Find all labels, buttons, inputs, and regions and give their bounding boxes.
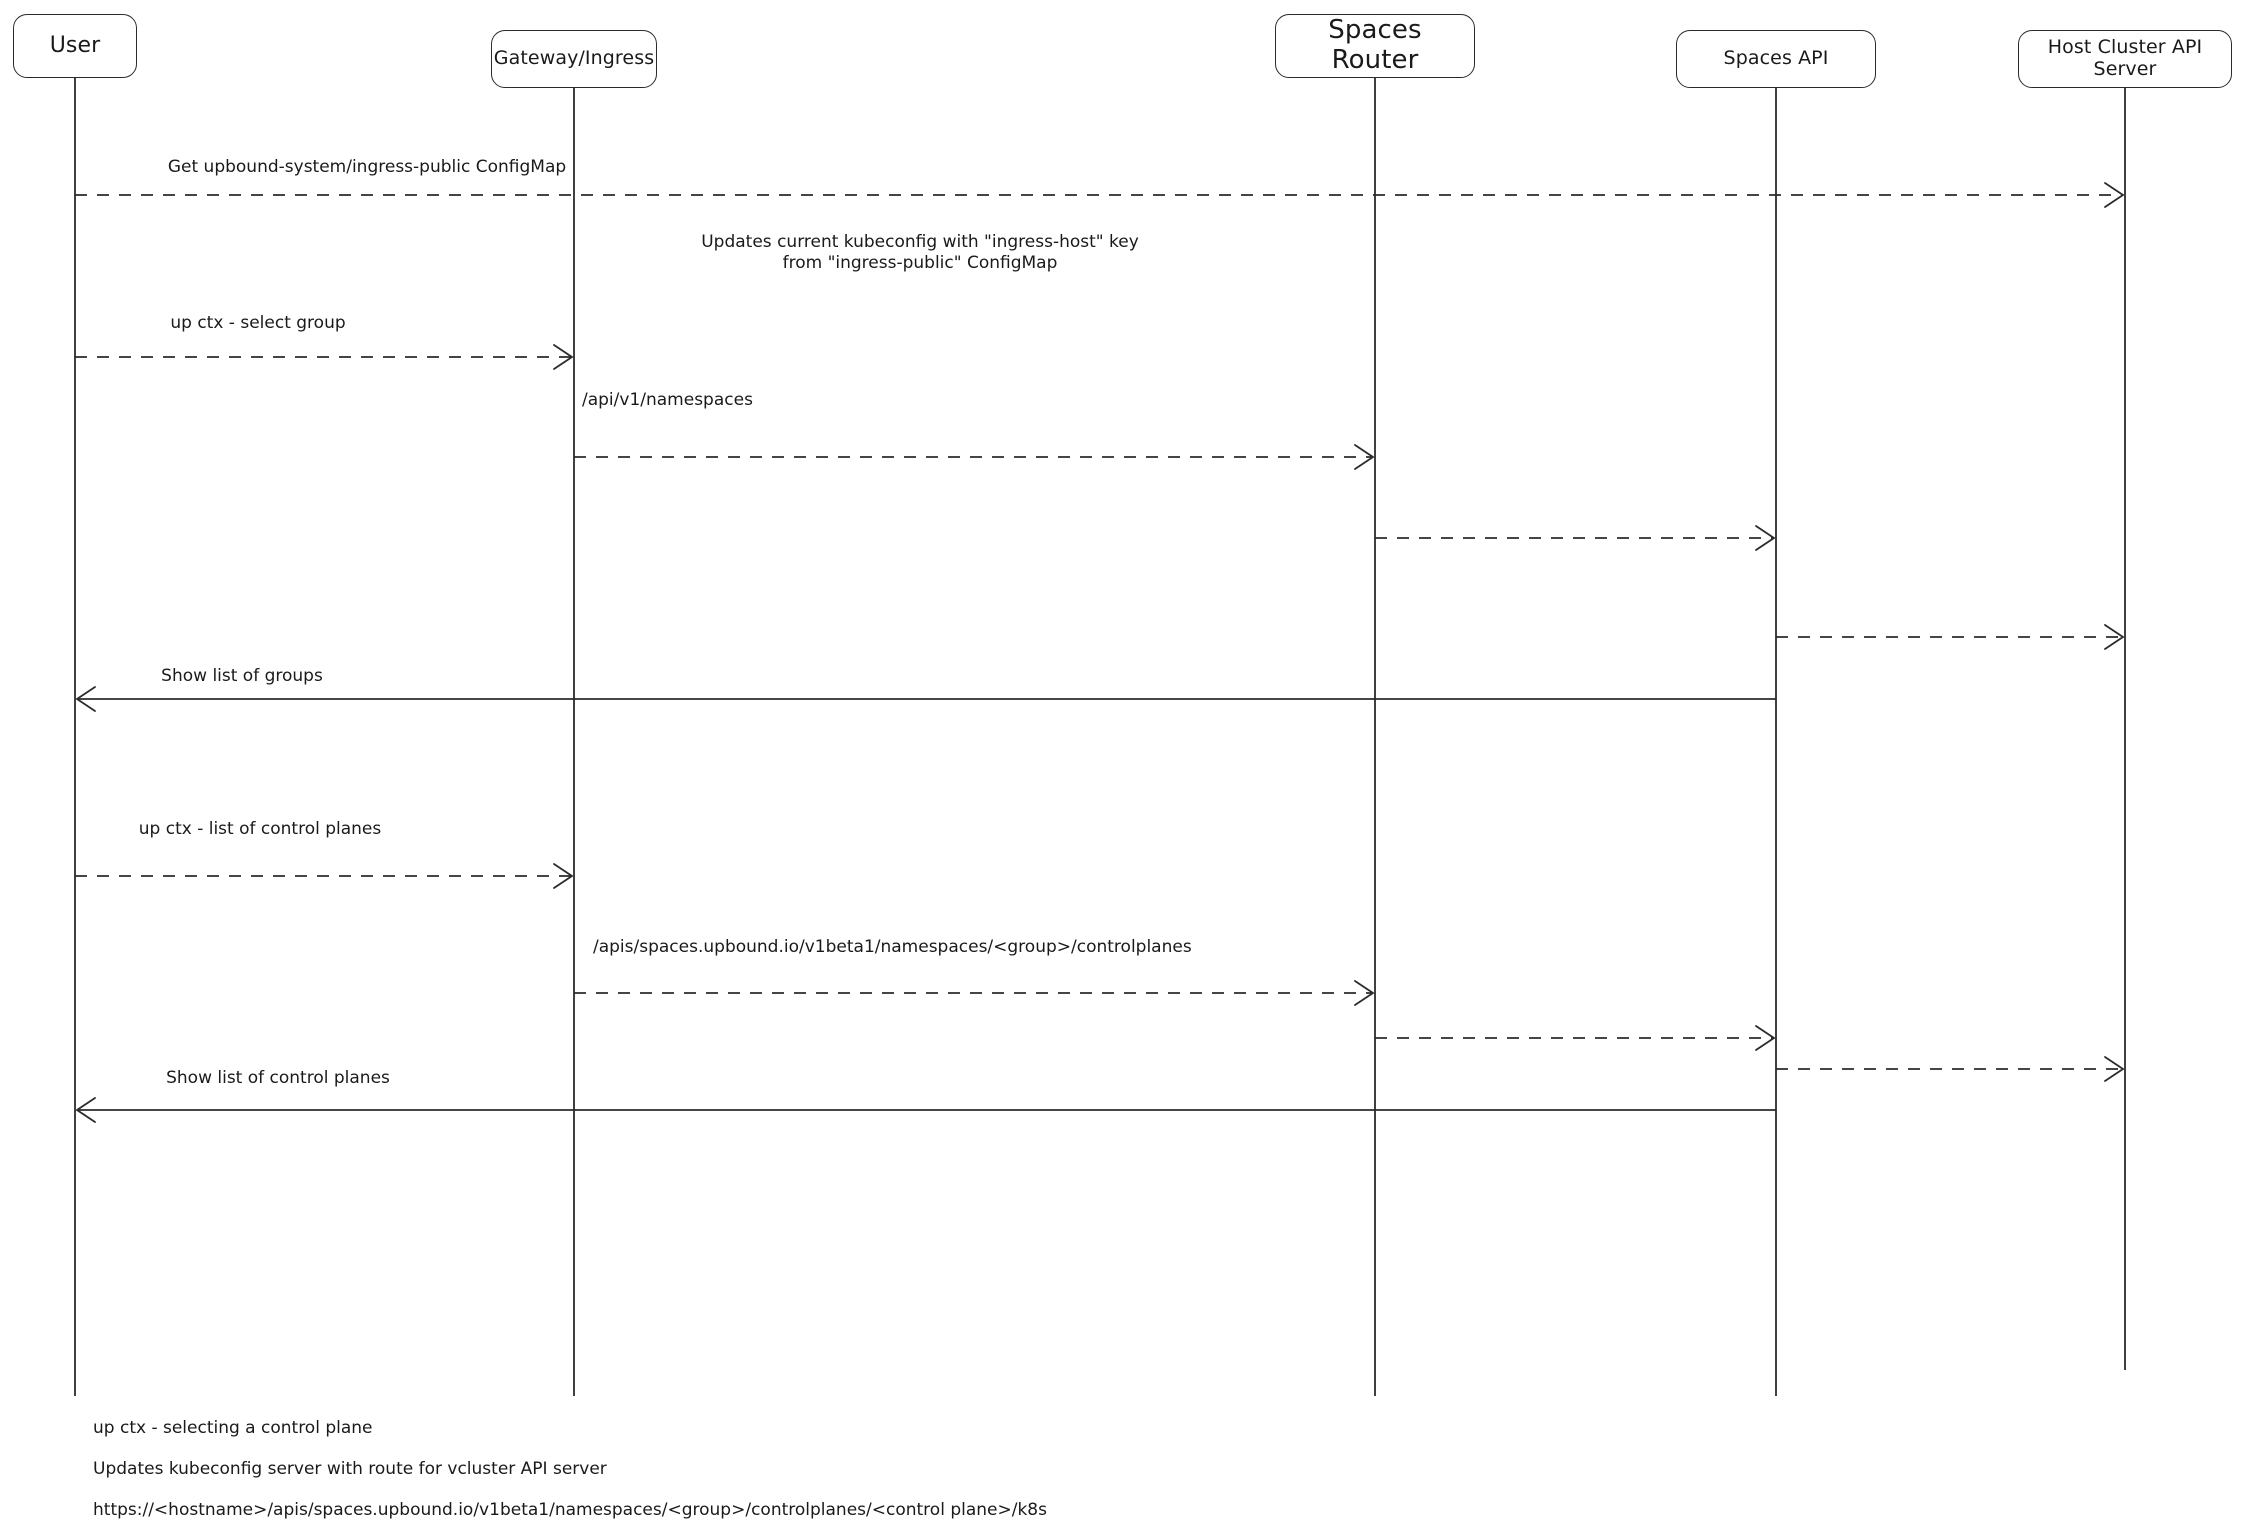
participant-label-router: Spaces Router <box>1328 15 1422 75</box>
arrowhead-m8 <box>553 863 574 889</box>
message-label-m3: up ctx - select group <box>170 313 346 333</box>
participant-box-gateway: Gateway/Ingress <box>491 30 657 88</box>
arrowhead-m5 <box>1755 525 1776 551</box>
arrowhead-m6 <box>2104 624 2125 650</box>
message-label-m12: Show list of control planes <box>166 1068 390 1088</box>
participant-label-host-api: Host Cluster API Server <box>2047 36 2203 80</box>
arrowhead-m11 <box>2104 1056 2125 1082</box>
lifelines-group <box>74 78 2126 1396</box>
arrowhead-m10 <box>1755 1025 1776 1051</box>
arrowhead-m1 <box>2104 182 2125 208</box>
participant-box-host-api: Host Cluster API Server <box>2018 30 2232 88</box>
message-label-m7: Show list of groups <box>161 666 323 686</box>
footer-note-n1: up ctx - selecting a control plane <box>93 1418 373 1438</box>
participant-label-spaces-api: Spaces API <box>1723 47 1829 70</box>
participant-label-gateway: Gateway/Ingress <box>493 47 655 70</box>
participant-box-user: User <box>13 14 137 78</box>
participant-box-spaces-api: Spaces API <box>1676 30 1876 88</box>
footer-note-n3: https://<hostname>/apis/spaces.upbound.i… <box>93 1500 1047 1520</box>
message-label-m8: up ctx - list of control planes <box>138 819 382 839</box>
message-label-m2: Updates current kubeconfig with "ingress… <box>701 232 1139 274</box>
arrowhead-m7 <box>75 686 96 712</box>
arrowhead-m12 <box>75 1097 96 1123</box>
participant-label-user: User <box>49 33 101 59</box>
arrowhead-m3 <box>553 344 574 370</box>
footer-note-n2: Updates kubeconfig server with route for… <box>93 1459 607 1479</box>
arrowhead-m9 <box>1354 980 1375 1006</box>
message-label-m4: /api/v1/namespaces <box>582 390 753 410</box>
message-label-m1: Get upbound-system/ingress-public Config… <box>167 157 567 177</box>
participant-box-router: Spaces Router <box>1275 14 1475 78</box>
message-arrows-group <box>75 182 2125 1123</box>
message-label-m9: /apis/spaces.upbound.io/v1beta1/namespac… <box>593 937 1192 957</box>
arrowhead-m4 <box>1354 444 1375 470</box>
